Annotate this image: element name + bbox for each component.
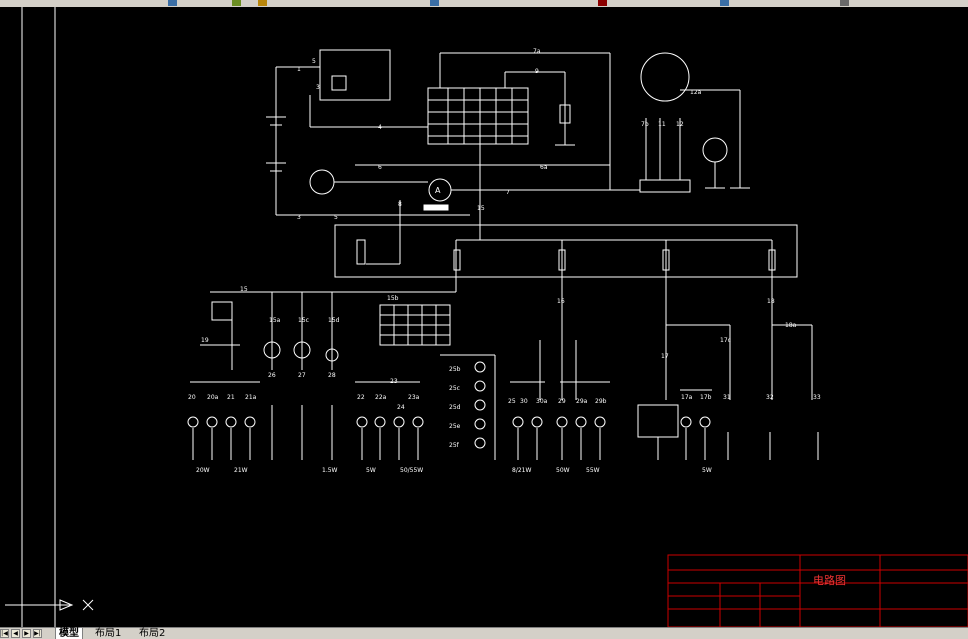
resistor — [559, 104, 571, 124]
svg-text:23: 23 — [390, 378, 398, 385]
svg-text:8: 8 — [398, 201, 402, 208]
hour-meter-symbol — [702, 137, 728, 163]
svg-text:8/21W: 8/21W — [512, 467, 531, 474]
svg-text:22: 22 — [357, 394, 365, 401]
svg-text:23a: 23a — [408, 394, 420, 401]
svg-text:12a: 12a — [690, 89, 702, 96]
svg-text:25f: 25f — [449, 442, 460, 449]
svg-text:27: 27 — [298, 372, 306, 379]
svg-text:11: 11 — [658, 121, 666, 128]
svg-text:15: 15 — [240, 286, 248, 293]
svg-text:20W: 20W — [196, 467, 210, 474]
drawing-canvas[interactable]: 1 5 3 4 6 3 5 8 7a 9 6a 7 15 12a 7b 11 1… — [0, 7, 968, 628]
svg-text:18a: 18a — [785, 322, 797, 329]
svg-text:3: 3 — [297, 214, 301, 221]
svg-text:20: 20 — [188, 394, 196, 401]
svg-text:33: 33 — [813, 394, 821, 401]
svg-text:32: 32 — [766, 394, 774, 401]
tab-model[interactable]: 模型 — [55, 627, 83, 639]
tab-first-button[interactable]: |◀ — [0, 629, 9, 638]
svg-text:30a: 30a — [536, 398, 548, 405]
svg-text:3: 3 — [316, 84, 320, 91]
circuit-diagram: 1 5 3 4 6 3 5 8 7a 9 6a 7 15 12a 7b 11 1… — [5, 7, 968, 628]
svg-text:12: 12 — [676, 121, 684, 128]
svg-text:50W: 50W — [556, 467, 570, 474]
svg-text:21W: 21W — [234, 467, 248, 474]
svg-text:5: 5 — [312, 58, 316, 65]
svg-text:25: 25 — [508, 398, 516, 405]
svg-text:29: 29 — [558, 398, 566, 405]
tab-last-button[interactable]: ▶| — [33, 629, 42, 638]
svg-text:21a: 21a — [245, 394, 257, 401]
drawing-title: 电路图 — [813, 574, 846, 587]
svg-text:5W: 5W — [702, 467, 712, 474]
svg-text:5: 5 — [334, 214, 338, 221]
alternator-symbol — [640, 52, 690, 102]
svg-text:22a: 22a — [375, 394, 387, 401]
svg-text:50/55W: 50/55W — [400, 467, 423, 474]
svg-text:31: 31 — [723, 394, 731, 401]
title-block — [667, 554, 968, 628]
svg-text:7a: 7a — [533, 48, 541, 55]
svg-text:4: 4 — [378, 124, 382, 131]
svg-text:20a: 20a — [207, 394, 219, 401]
svg-text:15d: 15d — [328, 317, 340, 324]
svg-text:17c: 17c — [720, 337, 731, 344]
toolbar-button-icon[interactable] — [430, 0, 439, 6]
svg-text:55W: 55W — [586, 467, 600, 474]
toolbar-button-icon[interactable] — [598, 0, 607, 6]
svg-text:6: 6 — [378, 164, 382, 171]
ignition-switch-table — [427, 87, 529, 145]
svg-text:7b: 7b — [641, 121, 649, 128]
tab-layout1[interactable]: 布局1 — [95, 628, 122, 639]
svg-text:15b: 15b — [387, 295, 399, 302]
voltage-regulator-box — [639, 179, 691, 193]
svg-text:17a: 17a — [681, 394, 693, 401]
svg-text:1: 1 — [297, 66, 301, 73]
svg-text:29b: 29b — [595, 398, 607, 405]
svg-text:30: 30 — [520, 398, 528, 405]
toolbar-button-icon[interactable] — [258, 0, 267, 6]
svg-text:15c: 15c — [298, 317, 309, 324]
toolbar-button-icon[interactable] — [168, 0, 177, 6]
lamp-row — [187, 361, 711, 449]
svg-text:1.5W: 1.5W — [322, 467, 338, 474]
svg-text:29a: 29a — [576, 398, 588, 405]
svg-text:15: 15 — [477, 205, 485, 212]
tab-layout2[interactable]: 布局2 — [139, 628, 166, 639]
svg-text:18: 18 — [767, 298, 775, 305]
svg-text:21: 21 — [227, 394, 235, 401]
svg-text:25c: 25c — [449, 385, 460, 392]
svg-text:16: 16 — [557, 298, 565, 305]
svg-text:15a: 15a — [269, 317, 281, 324]
svg-text:A: A — [435, 186, 441, 195]
svg-text:17: 17 — [661, 353, 669, 360]
svg-text:26: 26 — [268, 372, 276, 379]
relay-box — [319, 49, 391, 101]
toolbar-button-icon[interactable] — [232, 0, 241, 6]
svg-text:25e: 25e — [449, 423, 461, 430]
tab-next-button[interactable]: ▶ — [22, 629, 31, 638]
svg-text:25b: 25b — [449, 366, 461, 373]
svg-text:25d: 25d — [449, 404, 461, 411]
svg-text:24: 24 — [397, 404, 405, 411]
starter-motor-symbol — [309, 169, 335, 195]
svg-text:17b: 17b — [700, 394, 712, 401]
svg-text:6a: 6a — [540, 164, 548, 171]
svg-text:5W: 5W — [366, 467, 376, 474]
toolbar-button-icon[interactable] — [720, 0, 729, 6]
svg-text:19: 19 — [201, 337, 209, 344]
tab-prev-button[interactable]: ◀ — [11, 629, 20, 638]
svg-text:7: 7 — [506, 189, 510, 196]
layout-tabs: |◀ ◀ ▶ ▶| 模型 布局1 布局2 — [0, 627, 968, 639]
fuse-box — [334, 224, 798, 278]
svg-text:9: 9 — [535, 68, 539, 75]
svg-text:28: 28 — [328, 372, 336, 379]
toolbar-button-icon[interactable] — [840, 0, 849, 6]
